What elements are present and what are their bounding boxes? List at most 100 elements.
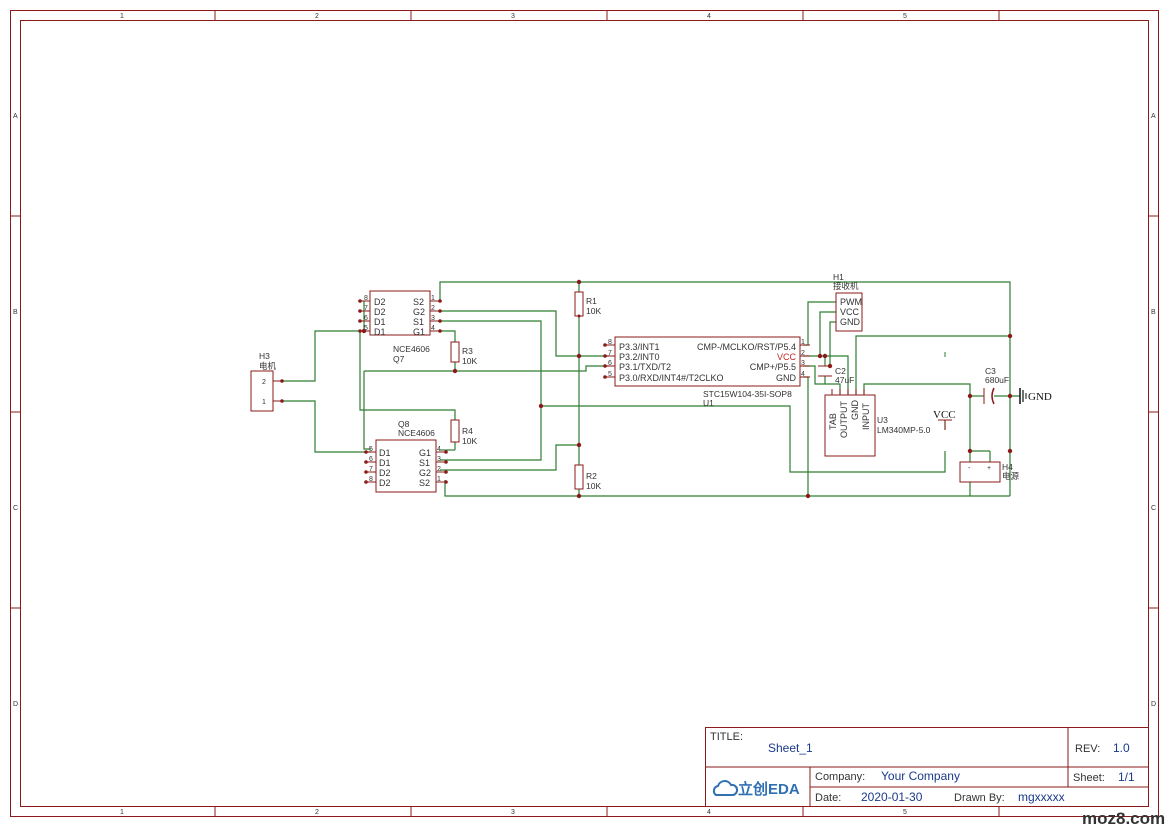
pin-number: 5 bbox=[369, 446, 373, 453]
part-name: NCE4606 bbox=[393, 344, 430, 354]
pin-name: GND bbox=[850, 400, 860, 421]
capacitor-c2[interactable]: C2 47uF bbox=[818, 365, 854, 385]
pin-name: P3.1/TXD/T2 bbox=[619, 362, 671, 372]
pin-number: 7 bbox=[364, 305, 368, 312]
company-label: Company: bbox=[815, 771, 865, 783]
rev-label: REV: bbox=[1075, 743, 1100, 755]
ref-designator: Q8 bbox=[398, 419, 410, 429]
col-label: 5 bbox=[903, 809, 907, 816]
title-label: TITLE: bbox=[710, 731, 743, 743]
mosfet-q7[interactable]: 8 7 6 5 D2 D2 D1 D1 1 2 3 4 S2 G2 S1 G1 … bbox=[358, 290, 442, 364]
row-label: D bbox=[1151, 701, 1156, 708]
pin-name: S2 bbox=[413, 297, 424, 307]
ref-designator: R1 bbox=[586, 296, 597, 306]
pin-number: 2 bbox=[437, 466, 441, 473]
row-label: A bbox=[13, 113, 18, 120]
col-label: 1 bbox=[120, 13, 124, 20]
drawing-frame: 1 2 3 4 5 1 2 3 4 5 A B C D A B C D bbox=[10, 10, 1159, 817]
pin-name: D2 bbox=[379, 478, 391, 488]
pin-number: 6 bbox=[364, 315, 368, 322]
pin-name: S1 bbox=[413, 317, 424, 327]
resistor-r4[interactable]: R4 10K bbox=[450, 419, 477, 446]
net-label: VCC bbox=[933, 409, 956, 421]
resistor-value: 10K bbox=[462, 436, 477, 446]
title-block: TITLE: Sheet_1 REV: 1.0 Company: Your Co… bbox=[705, 727, 1149, 807]
resistor-value: 10K bbox=[586, 481, 601, 491]
mosfet-q8[interactable]: Q8 NCE4606 5 6 7 8 D1 D1 D2 D2 4 3 2 1 G… bbox=[364, 419, 448, 493]
part-name: LM340MP-5.0 bbox=[877, 425, 931, 435]
row-label: C bbox=[1151, 505, 1156, 512]
company-name: Your Company bbox=[881, 769, 960, 783]
ref-designator: U3 bbox=[877, 415, 888, 425]
part-name: STC15W104-35I-SOP8 bbox=[703, 389, 792, 399]
pin-name: GND bbox=[840, 317, 861, 327]
connector-name: 接收机 bbox=[833, 281, 859, 291]
ref-designator: C3 bbox=[985, 366, 996, 376]
gnd-net-flag: GND bbox=[1019, 388, 1052, 404]
vcc-net-flag: VCC bbox=[933, 409, 956, 430]
connector-name: 电源 bbox=[1002, 471, 1020, 481]
ref-designator: H4 bbox=[1002, 462, 1013, 472]
pin-name: G2 bbox=[413, 307, 425, 317]
sheet-label: Sheet: bbox=[1073, 772, 1105, 784]
row-label: D bbox=[13, 701, 18, 708]
pin-number: 5 bbox=[364, 325, 368, 332]
row-label: B bbox=[1151, 309, 1156, 316]
ref-designator: R3 bbox=[462, 346, 473, 356]
pin-name: - bbox=[968, 465, 971, 472]
pin-name: D1 bbox=[374, 327, 386, 337]
pin-name: D2 bbox=[379, 468, 391, 478]
col-label: 3 bbox=[511, 809, 515, 816]
pin-name: S2 bbox=[419, 478, 430, 488]
resistor-r1[interactable]: R1 10K bbox=[574, 280, 601, 318]
junctions bbox=[361, 279, 1013, 499]
pin-name: D1 bbox=[379, 448, 391, 458]
resistor-r2[interactable]: R2 10K bbox=[574, 464, 601, 491]
ref-designator: U1 bbox=[703, 398, 714, 408]
pin-number: 2 bbox=[801, 350, 805, 357]
connector-h4[interactable]: - + H4 电源 bbox=[959, 461, 1020, 483]
row-label: A bbox=[1151, 113, 1156, 120]
ref-designator: C2 bbox=[835, 366, 846, 376]
pin-name: CMP+/P5.5 bbox=[750, 362, 796, 372]
resistor-r3[interactable]: R3 10K bbox=[450, 341, 477, 366]
pin-name: G1 bbox=[413, 327, 425, 337]
resistor-value: 10K bbox=[586, 306, 601, 316]
pin-number: 4 bbox=[801, 371, 805, 378]
pin-name: D1 bbox=[379, 458, 391, 468]
pin-name: CMP-/MCLKO/RST/P5.4 bbox=[697, 342, 796, 352]
col-label: 2 bbox=[315, 809, 319, 816]
pin-number: 2 bbox=[431, 305, 435, 312]
pin-name: VCC bbox=[840, 307, 860, 317]
sheet-title: Sheet_1 bbox=[768, 741, 813, 755]
pin-number: 1 bbox=[262, 399, 266, 406]
pin-number: 8 bbox=[608, 339, 612, 346]
capacitor-value: 680uF bbox=[985, 375, 1009, 385]
regulator-u3[interactable]: TAB OUTPUT GND INPUT U3 LM340MP-5.0 bbox=[824, 389, 931, 457]
net-label: GND bbox=[1028, 391, 1052, 403]
sheet-number: 1/1 bbox=[1118, 770, 1135, 784]
watermark: moz8.com bbox=[1082, 809, 1165, 827]
eda-logo-text: 立创EDA bbox=[738, 780, 800, 798]
pin-number: 4 bbox=[431, 325, 435, 332]
ref-designator: Q7 bbox=[393, 354, 405, 364]
mcu-u1[interactable]: 8 7 6 5 P3.3/INT1 P3.2/INT0 P3.1/TXD/T2 … bbox=[603, 336, 810, 408]
pin-number: 5 bbox=[608, 371, 612, 378]
col-label: 3 bbox=[511, 13, 515, 20]
col-label: 2 bbox=[315, 13, 319, 20]
connector-h3[interactable]: H3 电机 2 1 bbox=[250, 351, 284, 412]
date-label: Date: bbox=[815, 792, 841, 804]
col-label: 1 bbox=[120, 809, 124, 816]
pin-name: TAB bbox=[828, 413, 838, 430]
col-label: 4 bbox=[707, 809, 711, 816]
col-label: 4 bbox=[707, 13, 711, 20]
drawn-by: mgxxxxx bbox=[1018, 790, 1065, 804]
pin-number: 4 bbox=[437, 446, 441, 453]
pin-name: G1 bbox=[419, 448, 431, 458]
connector-h1[interactable]: H1 接收机 PWM VCC GND bbox=[833, 272, 863, 332]
connector-name: 电机 bbox=[259, 361, 277, 371]
pin-name: G2 bbox=[419, 468, 431, 478]
capacitor-c3[interactable]: C3 680uF bbox=[983, 366, 1009, 405]
pin-number: 2 bbox=[262, 379, 266, 386]
